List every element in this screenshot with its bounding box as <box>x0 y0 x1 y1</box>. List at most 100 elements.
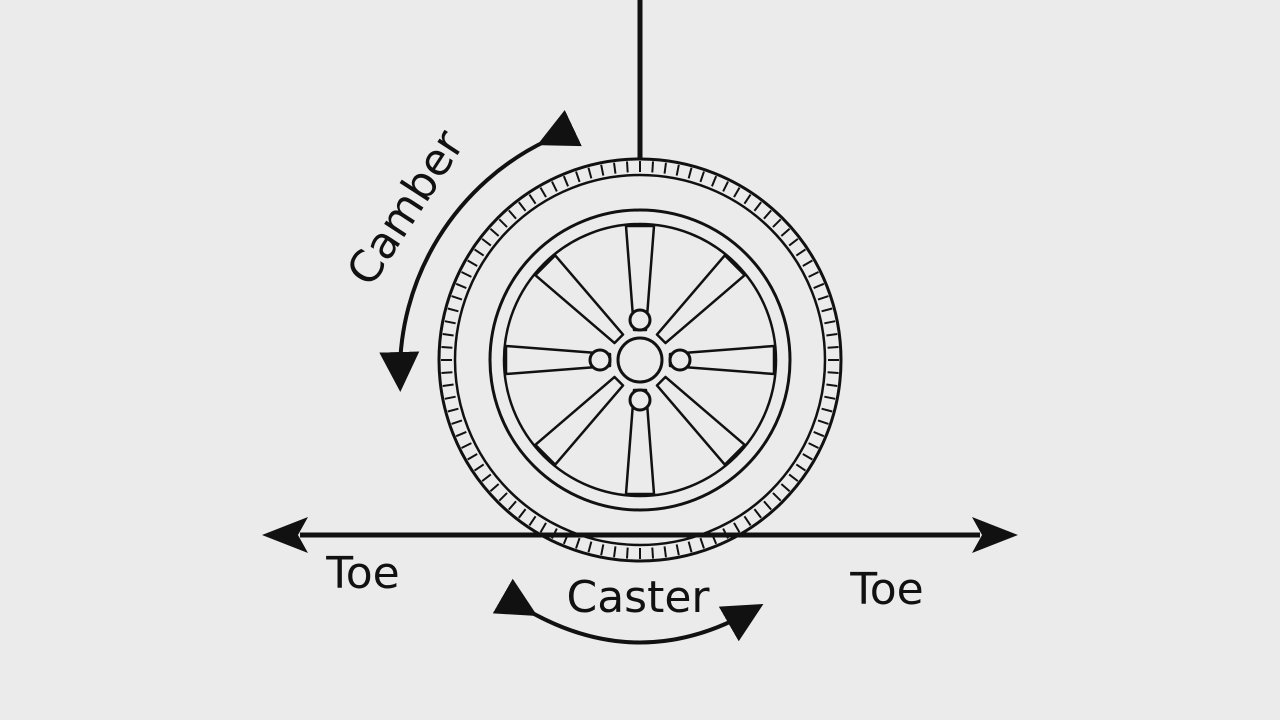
tread-mark <box>824 320 836 325</box>
wheel-rim <box>488 208 792 512</box>
tread-mark <box>722 181 729 192</box>
tread-mark <box>827 345 839 349</box>
tread-mark <box>562 175 569 187</box>
tread-mark <box>587 541 593 553</box>
tread-mark <box>821 307 833 313</box>
tread-mark <box>699 171 705 183</box>
tread-mark <box>551 181 558 192</box>
tread-mark <box>489 228 500 237</box>
tread-mark <box>473 248 485 257</box>
lug-hole-left <box>588 348 612 372</box>
tread-mark <box>817 419 829 425</box>
tread-mark <box>753 201 762 212</box>
toe-left-label: Toe <box>325 548 399 599</box>
tread-mark <box>687 167 693 179</box>
tread-mark <box>444 320 456 325</box>
tread-mark <box>442 383 454 387</box>
tread-mark <box>528 515 537 527</box>
tread-mark <box>802 453 813 461</box>
tread-mark <box>625 161 629 173</box>
tread-mark <box>587 167 593 179</box>
tread-mark <box>827 371 839 375</box>
tread-mark <box>441 371 453 375</box>
rim-spoke <box>655 254 746 345</box>
tread-mark <box>651 161 655 173</box>
tread-mark <box>699 537 705 549</box>
tread-mark <box>826 333 838 337</box>
tread-mark <box>763 209 772 220</box>
tread-mark <box>763 500 772 511</box>
center-hub <box>616 336 664 384</box>
tread-mark <box>467 259 478 267</box>
tread-mark <box>455 282 467 289</box>
tread-mark <box>824 395 836 400</box>
tread-mark <box>733 187 741 198</box>
tread-mark <box>675 544 680 556</box>
tread-mark <box>455 431 467 438</box>
tread-mark <box>795 463 807 472</box>
toe-right-label: Toe <box>849 564 923 615</box>
tread-mark <box>518 508 527 519</box>
tread-mark <box>663 546 667 558</box>
tread-mark <box>625 547 629 559</box>
toe-axis-arrow <box>262 517 1018 553</box>
tread-mark <box>675 164 680 176</box>
tread-mark <box>447 307 459 313</box>
tread-mark <box>575 537 581 549</box>
camber-label: Camber <box>337 121 475 295</box>
tread-mark <box>600 544 605 556</box>
toe-arrowhead-left <box>262 517 308 553</box>
tread-mark <box>772 218 782 228</box>
camber-arrow <box>379 109 582 392</box>
tread-mark <box>772 492 782 502</box>
tread-mark <box>802 259 813 267</box>
toe-arrowhead-right <box>972 517 1018 553</box>
caster-label: Caster <box>566 572 710 623</box>
tread-mark <box>447 407 459 413</box>
tread-mark <box>508 500 517 511</box>
tread-mark <box>575 171 581 183</box>
tread-mark <box>788 473 799 482</box>
tread-mark <box>451 419 463 425</box>
tread-mark <box>813 431 825 438</box>
tread-mark <box>441 345 453 349</box>
lug-hole-top <box>628 308 652 332</box>
tread-mark <box>442 333 454 337</box>
tread-mark <box>461 271 472 278</box>
tread-mark <box>817 295 829 301</box>
tread-mark <box>444 395 456 400</box>
tread-mark <box>613 162 617 174</box>
tread-mark <box>743 193 752 205</box>
tread-mark <box>508 209 517 220</box>
tread-mark <box>663 162 667 174</box>
tread-mark <box>498 492 508 502</box>
tread-mark <box>780 228 791 237</box>
rim-spoke <box>655 375 746 466</box>
tread-mark <box>753 508 762 519</box>
tread-mark <box>528 193 537 205</box>
tread-mark <box>808 271 819 278</box>
tread-mark <box>600 164 605 176</box>
tread-mark <box>539 522 547 533</box>
tread-mark <box>821 407 833 413</box>
tread-mark <box>489 483 500 492</box>
tread-mark <box>795 248 807 257</box>
tread-mark <box>826 383 838 387</box>
tread-mark <box>743 515 752 527</box>
tread-mark <box>780 483 791 492</box>
tread-mark <box>788 238 799 247</box>
tread-mark <box>518 201 527 212</box>
tread-mark <box>687 541 693 553</box>
tread-mark <box>711 175 718 187</box>
tread-mark <box>733 522 741 533</box>
caster-arrow <box>492 578 764 645</box>
tread-mark <box>498 218 508 228</box>
tread-mark <box>539 187 547 198</box>
tread-mark <box>481 473 492 482</box>
lug-hole-bottom <box>628 388 652 412</box>
tread-mark <box>473 463 485 472</box>
tread-mark <box>813 282 825 289</box>
tread-mark <box>461 442 472 449</box>
